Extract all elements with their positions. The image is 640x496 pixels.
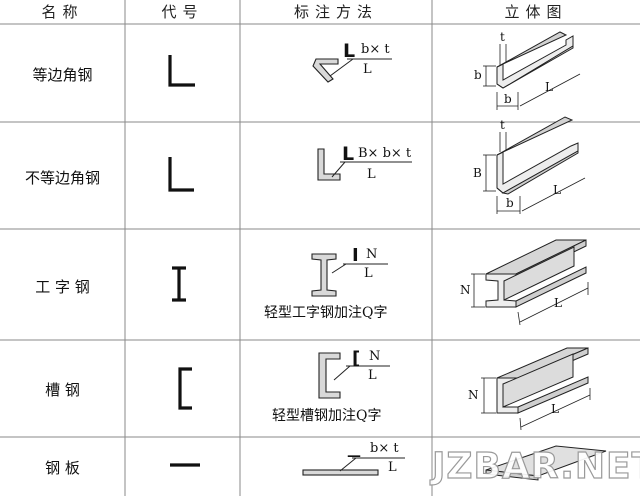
leader-equal-angle [329, 58, 392, 77]
note-sub-i-beam: L [364, 266, 373, 281]
row-name-i-beam: 工 字 钢 [35, 278, 90, 296]
header-drawing: 立体图 [504, 3, 568, 21]
drawing-unequal-angle [496, 116, 579, 195]
label-N-channel: N [468, 388, 479, 402]
label-L-equal-angle: L [545, 80, 553, 94]
dims-unequal-angle [483, 132, 586, 214]
header-notation: 标注方法 [293, 3, 378, 21]
leader-plate [339, 457, 405, 472]
dims-channel [481, 377, 591, 431]
section-equal-angle [312, 58, 339, 83]
symbol-unequal-angle [168, 157, 194, 192]
row-name-channel: 槽 钢 [45, 381, 80, 399]
leader-i-beam [331, 263, 388, 274]
site-watermark: JZBAR.NET [431, 445, 640, 487]
note-dims-unequal-angle: B× b× t [358, 146, 412, 161]
note-main-channel: [ [352, 348, 361, 369]
label-b-side-equal-angle: b [474, 68, 482, 82]
label-b-bottom-equal-angle: b [504, 92, 512, 106]
drawing-plate [485, 445, 607, 481]
note-dims-plate: b× t [370, 441, 399, 456]
drawing-i-beam [485, 239, 587, 308]
drawing-equal-angle [496, 31, 574, 89]
section-i-beam [311, 253, 337, 297]
row-name-equal-angle: 等边角钢 [32, 66, 93, 84]
symbol-channel [178, 367, 192, 410]
note-sub-plate: L [388, 460, 397, 475]
label-L-channel: L [551, 402, 559, 416]
leader-channel [333, 365, 390, 381]
dims-equal-angle [483, 44, 581, 110]
label-B-unequal-angle: B [473, 166, 482, 180]
row-name-plate: 钢 板 [45, 459, 80, 477]
note-main-equal-angle: L [343, 40, 356, 62]
note-main-unequal-angle: L [342, 143, 355, 165]
dims-i-beam [471, 273, 589, 326]
caption-i-beam: 轻型工字钢加注Q字 [264, 305, 388, 321]
leader-unequal-angle [331, 161, 412, 178]
drawing-channel [496, 347, 589, 414]
header-name: 名称 [41, 3, 84, 21]
note-dims-i-beam: N [366, 247, 378, 262]
caption-channel: 轻型槽钢加注Q字 [272, 408, 382, 424]
header-code: 代号 [161, 3, 204, 21]
label-b-unequal-angle: b [506, 196, 514, 210]
note-sub-channel: L [368, 368, 377, 383]
symbol-equal-angle [168, 55, 195, 87]
note-dims-equal-angle: b× t [361, 42, 390, 57]
label-L-i-beam: L [554, 296, 562, 310]
note-sub-equal-angle: L [363, 62, 372, 77]
note-dims-channel: N [369, 349, 381, 364]
label-L-unequal-angle: L [553, 183, 561, 197]
note-sub-unequal-angle: L [367, 167, 376, 182]
label-t-equal-angle: t [500, 30, 505, 44]
label-N-i-beam: N [460, 283, 471, 297]
note-main-i-beam: I [352, 245, 359, 266]
section-unequal-angle [317, 148, 341, 181]
symbol-i-beam [172, 266, 186, 302]
section-channel [318, 352, 341, 399]
label-t-unequal-angle: t [500, 118, 505, 132]
note-main-plate: — [347, 448, 361, 464]
row-name-unequal-angle: 不等边角钢 [24, 169, 100, 187]
